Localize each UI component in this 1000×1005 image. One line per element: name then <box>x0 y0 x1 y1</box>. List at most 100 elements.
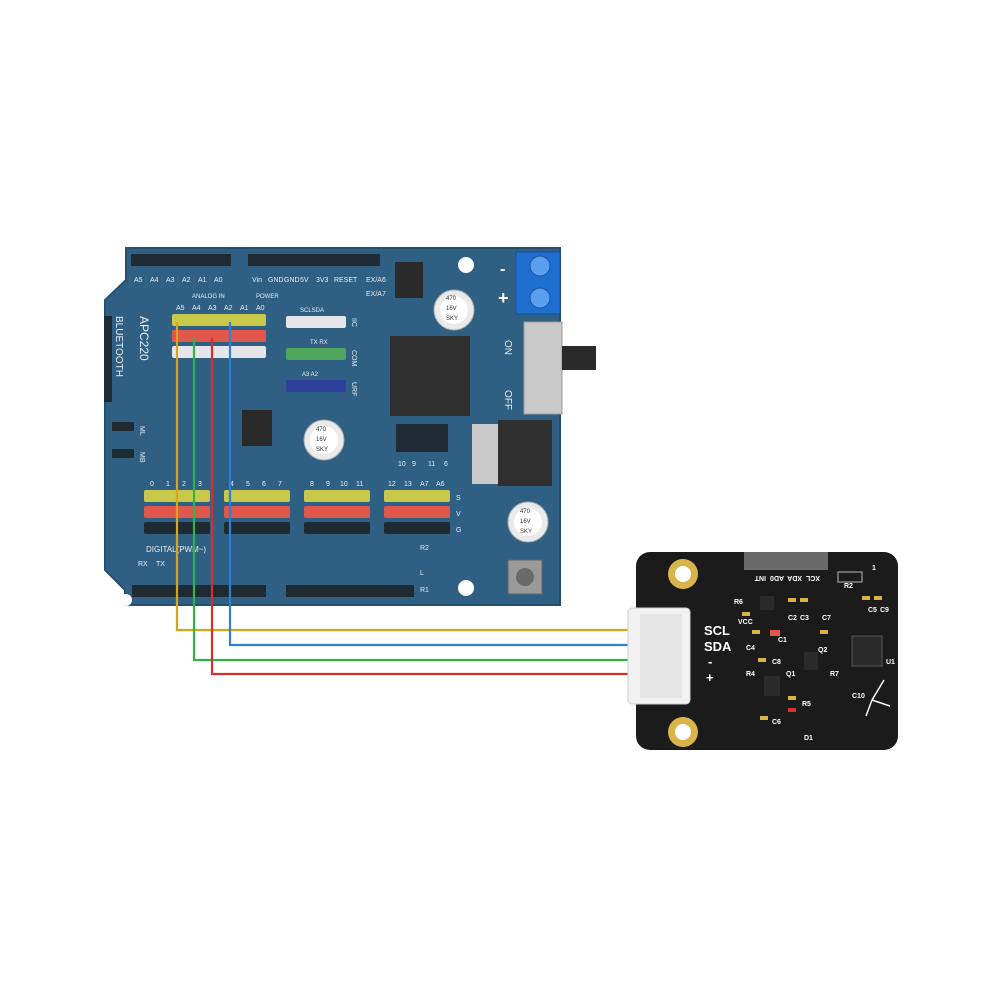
pin-label-sda: SDA <box>704 639 732 654</box>
svg-text:A0: A0 <box>214 277 223 284</box>
svg-text:3V3: 3V3 <box>316 277 329 284</box>
svg-text:C4: C4 <box>746 645 755 652</box>
svg-text:C2: C2 <box>788 615 797 622</box>
svg-text:INT: INT <box>754 574 766 581</box>
microcontroller-chip <box>390 336 470 416</box>
wire-gnd-green <box>192 338 690 662</box>
svg-text:+: + <box>498 288 509 308</box>
r1-label: R1 <box>420 587 429 594</box>
pin-header <box>744 552 828 570</box>
svg-text:7: 7 <box>278 481 282 488</box>
svg-text:C7: C7 <box>822 615 831 622</box>
svg-text:C5: C5 <box>868 607 877 614</box>
svg-text:A0: A0 <box>256 305 265 312</box>
svg-text:16V: 16V <box>520 519 531 525</box>
urf-header: URF A3 A2 <box>286 372 357 396</box>
wire-vcc-red <box>210 338 690 676</box>
mounting-hole <box>668 717 698 747</box>
svg-text:11: 11 <box>356 481 363 488</box>
svg-text:A7: A7 <box>420 481 429 488</box>
bluetooth-header <box>104 316 112 402</box>
svg-text:U1: U1 <box>886 659 895 666</box>
pin-label-vcc: + <box>706 670 714 685</box>
svg-text:16V: 16V <box>446 306 457 312</box>
svg-text:3: 3 <box>198 481 202 488</box>
svg-text:A5: A5 <box>134 277 143 284</box>
svg-text:9: 9 <box>412 461 416 468</box>
svg-text:470: 470 <box>316 427 327 433</box>
svg-text:10: 10 <box>398 461 406 468</box>
axis-indicator-icon <box>865 679 891 717</box>
com-header: COM TX RX <box>286 340 357 367</box>
tx-label: TX <box>156 561 165 568</box>
top-labels: A5 A4 A3 A2 A1 A0 Vin GND GND 5V 3V3 RES… <box>134 277 386 300</box>
svg-text:G: G <box>456 527 461 534</box>
rx-label: RX <box>138 561 148 568</box>
svg-text:10: 10 <box>340 481 348 488</box>
wire-scl-yellow <box>175 322 690 632</box>
svg-text:C6: C6 <box>772 719 781 726</box>
digital-headers: S V G <box>144 490 461 534</box>
apc220-label: APC220 <box>137 316 151 361</box>
r2-label: R2 <box>420 545 429 552</box>
svg-text:C1: C1 <box>778 637 787 644</box>
svg-text:8: 8 <box>310 481 314 488</box>
expansion-shield: A5 A4 A3 A2 A1 A0 Vin GND GND 5V 3V3 RES… <box>104 247 596 606</box>
bottom-header-left <box>132 585 266 597</box>
analog-header: A5 A4 A3 A2 A1 A0 <box>172 305 266 358</box>
svg-text:4: 4 <box>230 481 234 488</box>
l-label: L <box>420 570 424 577</box>
svg-text:URF: URF <box>350 382 357 396</box>
svg-text:ANALOG IN: ANALOG IN <box>192 294 225 300</box>
capacitor: 470 16V SKY <box>433 289 475 331</box>
mb-label: MB <box>138 452 145 463</box>
svg-text:A3: A3 <box>166 277 175 284</box>
svg-text:V: V <box>456 511 461 518</box>
top-header-power <box>248 254 380 266</box>
mounting-hole <box>458 580 474 596</box>
svg-text:RESET: RESET <box>334 277 358 284</box>
svg-text:A3: A3 <box>208 305 217 312</box>
svg-text:XDA: XDA <box>787 574 802 581</box>
svg-text:EX/A6: EX/A6 <box>366 277 386 284</box>
svg-text:2: 2 <box>182 481 186 488</box>
svg-text:9: 9 <box>326 481 330 488</box>
sensor-ic <box>851 635 883 667</box>
svg-text:R7: R7 <box>830 671 839 678</box>
svg-text:11: 11 <box>428 461 435 468</box>
power-terminal: - + <box>498 251 561 315</box>
svg-text:GND: GND <box>284 277 300 284</box>
svg-text:R2: R2 <box>844 583 853 590</box>
ml-label: ML <box>138 426 145 436</box>
svg-text:1: 1 <box>166 481 170 488</box>
component-labels: R6 VCC C4 C2 C3 C7 R2 C5 C9 C8 C1 R4 Q1 … <box>734 583 895 742</box>
svg-text:A5: A5 <box>176 305 185 312</box>
svg-text:A3 A2: A3 A2 <box>302 372 319 378</box>
svg-text:-: - <box>500 261 505 278</box>
svg-text:A4: A4 <box>150 277 159 284</box>
svg-text:R5: R5 <box>802 701 811 708</box>
svg-text:A2: A2 <box>224 305 233 312</box>
mounting-hole <box>458 257 474 273</box>
svg-text:SKY: SKY <box>446 316 458 322</box>
svg-text:Vin: Vin <box>252 277 262 284</box>
bluetooth-label: BLUETOOTH <box>113 316 124 377</box>
svg-text:1: 1 <box>872 565 876 572</box>
svg-text:TX RX: TX RX <box>310 340 328 346</box>
header-labels: XCL XDA AD0 INT 1 <box>754 565 876 581</box>
svg-text:A1: A1 <box>240 305 249 312</box>
capacitor: 470 16V SKY <box>507 501 549 543</box>
svg-text:13: 13 <box>404 481 412 488</box>
wires <box>175 322 690 676</box>
svg-text:5: 5 <box>246 481 250 488</box>
smd-components <box>742 571 882 720</box>
svg-text:C10: C10 <box>852 693 865 700</box>
svg-text:C8: C8 <box>772 659 781 666</box>
mounting-hole <box>120 594 132 606</box>
svg-text:GND: GND <box>268 277 284 284</box>
voltage-regulator <box>498 420 552 486</box>
bottom-header-right <box>286 585 414 597</box>
svg-text:R4: R4 <box>746 671 755 678</box>
svg-text:R6: R6 <box>734 599 743 606</box>
svg-text:A2: A2 <box>182 277 191 284</box>
